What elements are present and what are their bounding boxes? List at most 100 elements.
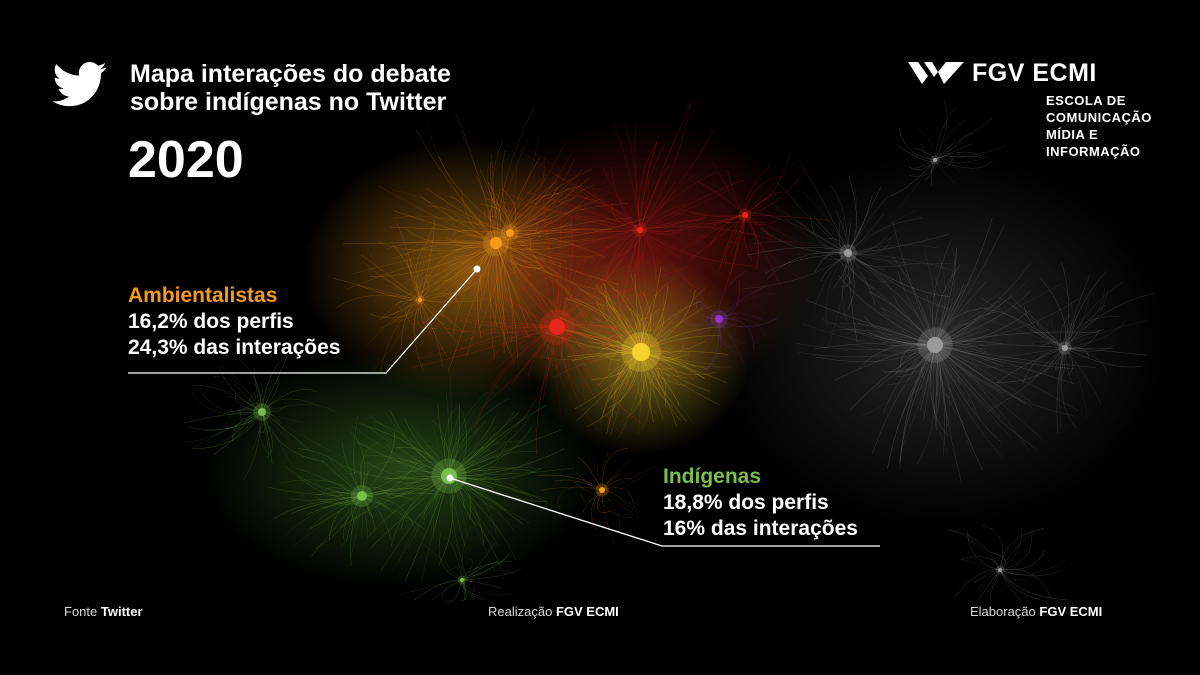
network-edge	[261, 411, 290, 441]
network-edge	[490, 229, 641, 284]
network-edge	[934, 344, 1079, 412]
network-edge	[1012, 304, 1066, 349]
network-edge	[1064, 319, 1128, 349]
network-edge	[634, 166, 641, 231]
network-edge	[488, 208, 511, 234]
network-edge	[448, 448, 565, 477]
network-node	[460, 578, 464, 582]
network-edge	[743, 252, 849, 290]
network-edge	[578, 289, 642, 353]
indigenas-annotation: Indígenas 18,8% dos perfis 16% das inter…	[663, 464, 858, 542]
network-edge	[639, 229, 684, 265]
network-edge	[999, 569, 1041, 601]
network-edge	[802, 323, 936, 347]
network-edge	[623, 121, 641, 231]
network-edge	[495, 242, 514, 343]
network-edge	[1061, 347, 1078, 429]
network-edge	[392, 215, 511, 234]
network-edge	[514, 326, 558, 429]
network-edge	[977, 347, 1066, 362]
network-edge	[564, 297, 642, 353]
network-edge	[999, 559, 1066, 575]
footer-elaboration-label: Elaboração	[970, 604, 1036, 619]
network-edge	[594, 296, 642, 353]
network-edge	[847, 252, 855, 310]
network-edge	[999, 569, 1068, 601]
network-edge	[835, 344, 936, 381]
network-edge	[934, 280, 988, 346]
network-edge	[1046, 321, 1066, 349]
network-edge	[495, 242, 562, 265]
network-edge	[744, 214, 821, 247]
network-edge	[509, 232, 606, 258]
network-edge	[495, 137, 529, 244]
network-edge	[1024, 306, 1066, 349]
network-edge	[229, 353, 263, 413]
network-edge	[454, 314, 558, 328]
network-edge	[847, 252, 876, 306]
network-edge	[481, 232, 511, 242]
network-edge	[373, 420, 450, 477]
network-edge	[556, 216, 573, 328]
network-edge	[461, 227, 511, 239]
network-edge	[815, 342, 936, 349]
network-edge	[419, 274, 433, 301]
network-edge	[639, 214, 748, 232]
network-edge	[704, 318, 720, 372]
network-edge	[445, 247, 558, 328]
network-edge	[448, 396, 487, 477]
network-edge	[899, 344, 936, 464]
network-edge	[387, 240, 497, 249]
network-edge	[406, 253, 421, 301]
network-node	[1062, 345, 1068, 351]
network-edge	[367, 248, 421, 301]
network-edge	[847, 252, 890, 282]
network-edge	[934, 295, 1013, 346]
network-edge	[556, 326, 641, 423]
network-edge	[523, 191, 641, 231]
network-edge	[339, 475, 450, 529]
network-edge	[208, 411, 263, 449]
network-edge	[391, 240, 497, 260]
network-edge	[934, 106, 956, 161]
network-edge	[390, 475, 450, 547]
title-line-2: sobre indígenas no Twitter	[130, 88, 447, 116]
network-edge	[639, 179, 745, 231]
network-edge	[475, 221, 641, 233]
network-edge	[392, 242, 497, 315]
network-edge	[445, 393, 450, 477]
network-edge	[495, 242, 552, 337]
network-edge	[495, 224, 572, 244]
network-edge	[934, 137, 955, 161]
network-edge	[999, 569, 1032, 581]
network-edge	[847, 252, 952, 271]
network-edge	[640, 351, 727, 383]
network-edge	[640, 290, 696, 353]
network-edge	[351, 425, 450, 477]
network-edge	[556, 326, 593, 407]
network-edge	[1064, 289, 1108, 349]
network-edge	[408, 321, 558, 328]
network-edge	[360, 441, 381, 497]
network-edge	[495, 242, 562, 278]
network-edge	[847, 230, 899, 254]
network-edge	[448, 467, 575, 477]
network-edge	[495, 196, 589, 244]
network-edge	[446, 566, 464, 581]
network-edge	[328, 495, 363, 541]
network-edge	[934, 118, 993, 161]
network-edge	[676, 214, 746, 256]
network-edge	[416, 326, 558, 360]
network-edge	[191, 411, 263, 450]
footer-realization: Realização FGV ECMI	[488, 604, 619, 619]
network-edge	[392, 244, 421, 301]
network-edge	[417, 222, 436, 301]
network-edge	[614, 229, 641, 302]
network-node	[637, 227, 643, 233]
network-edge	[419, 299, 435, 321]
network-edge	[670, 313, 720, 326]
brand-subtitle-line: ESCOLA DE	[1046, 93, 1126, 108]
network-edge	[556, 324, 639, 339]
network-edge	[610, 167, 641, 231]
network-edge	[891, 255, 936, 346]
